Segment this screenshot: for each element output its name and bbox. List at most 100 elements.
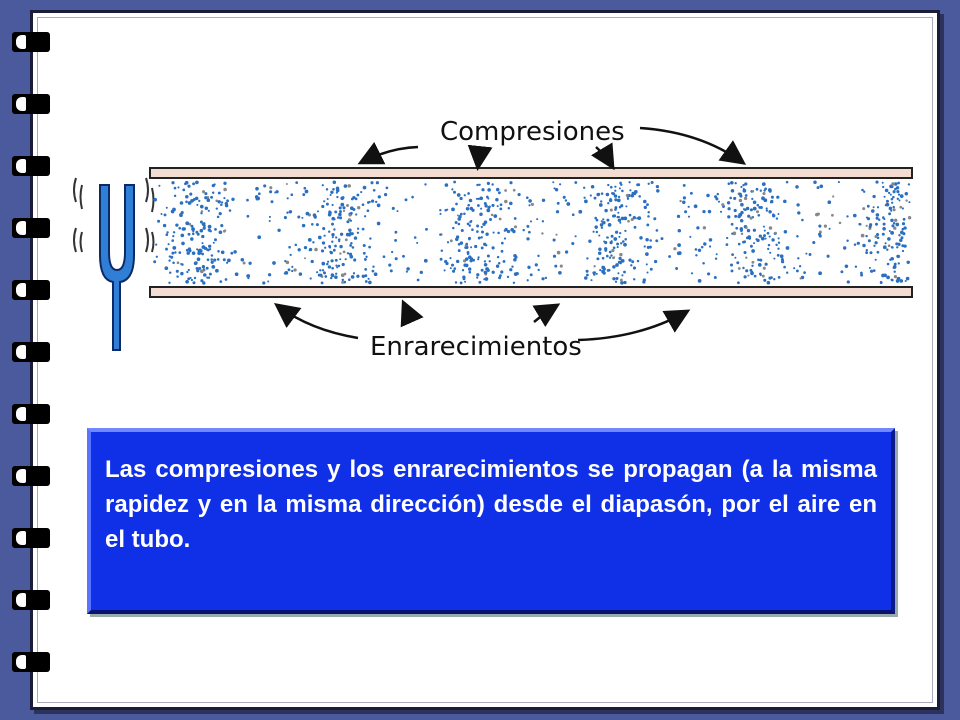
rarefaction-arrows <box>273 299 691 342</box>
air-particle <box>777 237 780 240</box>
air-particle <box>382 255 386 259</box>
air-particle <box>215 207 218 210</box>
air-particle <box>220 203 223 206</box>
air-particle <box>866 217 871 221</box>
air-particle <box>890 231 894 235</box>
air-particle <box>646 271 649 274</box>
air-particle <box>526 279 529 282</box>
air-particle <box>321 261 326 266</box>
air-particle <box>500 249 504 253</box>
air-particle <box>376 221 381 226</box>
air-particle <box>199 252 202 255</box>
tube-top-wall <box>149 167 913 179</box>
air-particle <box>267 273 272 277</box>
air-particle <box>373 272 378 277</box>
air-particle <box>486 181 490 185</box>
air-particle <box>736 261 740 265</box>
air-particle <box>740 185 743 189</box>
air-particle <box>476 273 480 277</box>
air-particle <box>223 187 227 192</box>
air-particle <box>334 244 337 248</box>
air-particle <box>187 277 191 281</box>
air-particle <box>367 277 370 280</box>
air-particle <box>320 281 324 285</box>
air-particle <box>257 235 262 240</box>
air-particle <box>483 260 487 263</box>
air-particle <box>866 204 870 208</box>
air-particle <box>503 237 507 240</box>
air-particle <box>892 222 896 225</box>
air-particle <box>449 257 452 260</box>
air-particle <box>270 200 274 204</box>
air-particle <box>889 193 892 196</box>
air-particle <box>740 232 744 236</box>
air-particle <box>897 262 900 265</box>
air-particle <box>388 263 392 267</box>
air-particle <box>749 244 753 248</box>
air-particle <box>207 276 211 279</box>
air-particle <box>450 263 455 267</box>
air-particle <box>602 220 606 225</box>
air-particle <box>795 269 799 273</box>
air-particle <box>554 188 559 192</box>
air-particle <box>191 227 195 232</box>
air-particle <box>355 213 358 216</box>
air-particle <box>163 213 167 217</box>
air-particle <box>756 203 760 207</box>
air-particle <box>334 258 338 262</box>
air-particle <box>179 201 184 205</box>
air-particle <box>469 257 474 261</box>
air-particle <box>738 192 742 196</box>
air-particle <box>529 273 533 277</box>
air-particle <box>777 241 781 244</box>
air-particle <box>541 277 545 281</box>
air-particle <box>185 221 190 226</box>
air-particle <box>522 228 525 232</box>
air-particle <box>890 218 894 223</box>
air-particle <box>891 201 894 204</box>
binder-ring <box>12 590 52 610</box>
air-particle <box>865 234 868 238</box>
air-particle <box>478 280 482 284</box>
air-particle <box>751 249 755 253</box>
air-particle <box>284 259 287 263</box>
air-particle <box>785 246 790 250</box>
air-particle <box>178 226 181 230</box>
air-particle <box>356 231 360 234</box>
air-particle <box>882 227 886 231</box>
air-particle <box>763 189 766 192</box>
air-particle <box>172 231 176 234</box>
air-particle <box>583 196 586 199</box>
arrow-compression-1 <box>357 141 419 165</box>
air-particle <box>764 262 768 266</box>
air-particle <box>210 260 214 264</box>
air-particle <box>558 183 562 186</box>
air-particle <box>735 226 739 230</box>
air-particle <box>642 280 646 284</box>
air-particle <box>527 265 531 269</box>
air-particle <box>171 181 175 185</box>
air-particle <box>620 281 624 285</box>
air-particle <box>643 245 646 248</box>
air-particle <box>818 234 822 238</box>
air-particle <box>182 227 186 231</box>
air-particle <box>165 233 169 237</box>
air-particle <box>610 234 614 238</box>
air-particle <box>480 236 483 239</box>
air-particle <box>611 248 615 253</box>
air-particle <box>509 201 513 206</box>
air-particle <box>895 186 900 190</box>
air-particle <box>908 201 911 204</box>
air-particle <box>882 245 887 250</box>
air-particle <box>333 228 336 231</box>
air-particle <box>372 188 376 192</box>
arrow-rarefaction-2 <box>400 299 424 328</box>
air-particle <box>316 210 320 213</box>
air-particle <box>466 222 470 226</box>
air-particle <box>552 254 557 258</box>
air-particle <box>632 266 637 270</box>
air-particle <box>885 202 890 207</box>
vibration-marks <box>73 177 155 253</box>
air-particle <box>206 198 211 202</box>
air-particle <box>621 240 625 243</box>
